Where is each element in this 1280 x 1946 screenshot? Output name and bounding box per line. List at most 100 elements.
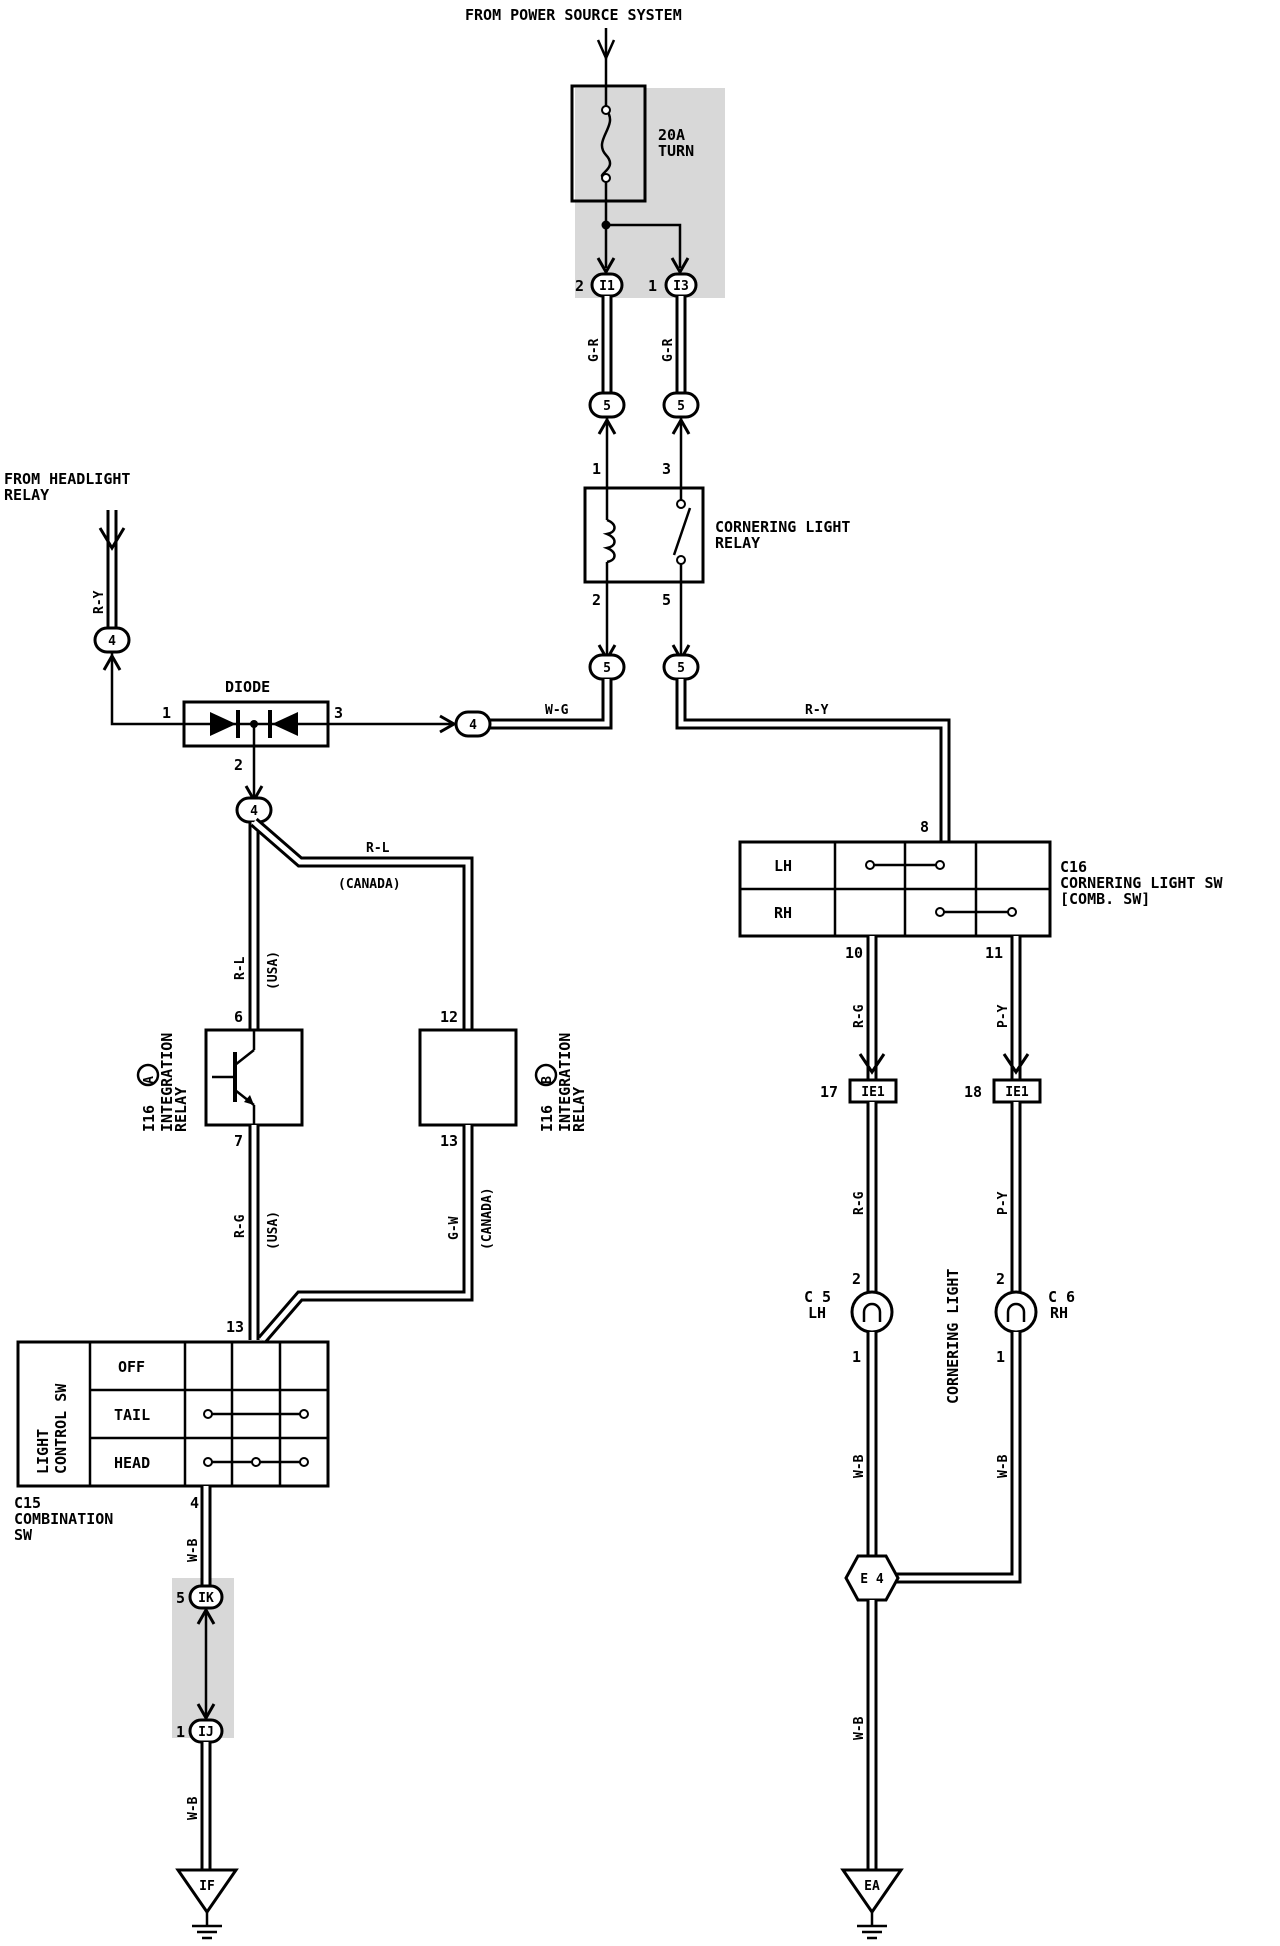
c15-id: C15 [14,1494,41,1512]
wire-label-rg-lh-2: R-G [852,1191,867,1215]
svg-text:4: 4 [108,634,116,649]
c6-id: C 6 [1048,1288,1075,1306]
i16b-label-1: INTEGRATION [556,1033,574,1132]
svg-text:4: 4 [250,804,258,819]
fuse-name-label: TURN [658,142,694,160]
switch-head-label: HEAD [114,1454,150,1472]
svg-text:4: 4 [469,718,477,733]
svg-text:8: 8 [920,818,929,836]
c16-label-1: CORNERING LIGHT SW [1060,874,1224,892]
wire-label-rl-canada: R-L [366,841,390,856]
usa-label-bottom: (USA) [266,1211,281,1250]
c6-side: RH [1050,1304,1068,1322]
svg-text:1: 1 [176,1723,185,1741]
relay-coil-icon [602,518,616,564]
c16-id: C16 [1060,858,1087,876]
i16a-label-1: INTEGRATION [158,1033,176,1132]
svg-text:1: 1 [592,460,601,478]
c16-label-2: [COMB. SW] [1060,890,1150,908]
diode-right-icon [272,712,298,736]
svg-text:I1: I1 [599,279,615,294]
wire-label-rl-usa: R-L [233,956,248,980]
wire-label-wb-left-2: W-B [186,1796,201,1820]
wire-label-py-2: P-Y [996,1191,1011,1215]
i16b-id: I16 [538,1105,556,1132]
lamp-rh-icon [1006,1302,1026,1313]
wire-label-gw: G-W [447,1216,462,1240]
c5-id: C 5 [804,1288,831,1306]
from-headlight-label-1: FROM HEADLIGHT [4,470,130,488]
wire-label-wg: W-G [545,703,569,718]
light-control-label-1: LIGHT [34,1429,52,1474]
wire-label-wb-right-2: W-B [996,1454,1011,1478]
svg-text:5: 5 [662,591,671,609]
wire-label-rg-lh-1: R-G [852,1004,867,1028]
svg-text:1: 1 [162,704,171,722]
svg-text:IE1: IE1 [861,1085,885,1100]
svg-text:5: 5 [603,399,611,414]
lamp-lh-icon [862,1302,882,1313]
svg-text:2: 2 [996,1270,1005,1288]
cornering-light-label: CORNERING LIGHT [944,1269,962,1404]
i16a-sub: A [142,1076,157,1084]
wire-label-py-1: P-Y [996,1004,1011,1028]
cornering-lamp-rh [994,1290,1038,1334]
svg-text:EA: EA [864,1879,880,1894]
svg-text:13: 13 [226,1318,244,1336]
from-power-label: FROM POWER SOURCE SYSTEM [465,6,682,24]
svg-text:11: 11 [985,944,1003,962]
c16-rh-label: RH [774,904,792,922]
svg-text:3: 3 [662,460,671,478]
headlight-arrow-icon [98,527,126,551]
wire-label-wb-right-3: W-B [852,1716,867,1740]
svg-text:IJ: IJ [198,1725,214,1740]
c15-label-2: SW [14,1526,33,1544]
svg-text:IK: IK [198,1591,214,1606]
svg-text:IE1: IE1 [1005,1085,1029,1100]
ground-if [175,1868,239,1915]
svg-text:1: 1 [648,277,657,295]
i16a-label-2: RELAY [172,1087,190,1132]
svg-text:3: 3 [334,704,343,722]
svg-text:2: 2 [234,756,243,774]
svg-text:E 4: E 4 [860,1572,884,1587]
relay-switch-icon [672,507,692,556]
fuse-box [570,84,647,203]
c16-lh-label: LH [774,857,792,875]
diode-label: DIODE [225,678,270,696]
wire-label-wb-right-1: W-B [852,1454,867,1478]
fuse-shade [575,88,725,298]
light-control-label-2: CONTROL SW [52,1383,70,1474]
svg-text:13: 13 [440,1132,458,1150]
svg-text:18: 18 [964,1083,982,1101]
svg-text:5: 5 [603,661,611,676]
svg-text:5: 5 [176,1589,185,1607]
svg-text:4: 4 [190,1494,199,1512]
relay-label-2: RELAY [715,534,760,552]
svg-text:12: 12 [440,1008,458,1026]
usa-label-top: (USA) [266,951,281,990]
wire-label-gr-2: G-R [661,338,676,362]
svg-text:I3: I3 [673,279,689,294]
c5-side: LH [808,1304,826,1322]
svg-text:2: 2 [592,591,601,609]
svg-text:5: 5 [677,399,685,414]
svg-text:17: 17 [820,1083,838,1101]
wire-label-ry-right: R-Y [805,703,829,718]
fuse-amp-label: 20A [658,126,685,144]
canada-label-bottom: (CANADA) [480,1187,495,1250]
from-headlight-label-2: RELAY [4,486,49,504]
svg-text:1: 1 [996,1348,1005,1366]
svg-text:5: 5 [677,661,685,676]
i16a-id: I16 [140,1105,158,1132]
switch-tail-label: TAIL [114,1406,150,1424]
switch-off-label: OFF [118,1358,145,1376]
svg-text:2: 2 [575,277,584,295]
svg-text:10: 10 [845,944,863,962]
svg-text:6: 6 [234,1008,243,1026]
wire-label-gr-1: G-R [587,338,602,362]
svg-text:IF: IF [199,1879,215,1894]
splice-e4 [844,1554,900,1602]
svg-text:1: 1 [852,1348,861,1366]
i16b-sub: B [540,1076,555,1084]
